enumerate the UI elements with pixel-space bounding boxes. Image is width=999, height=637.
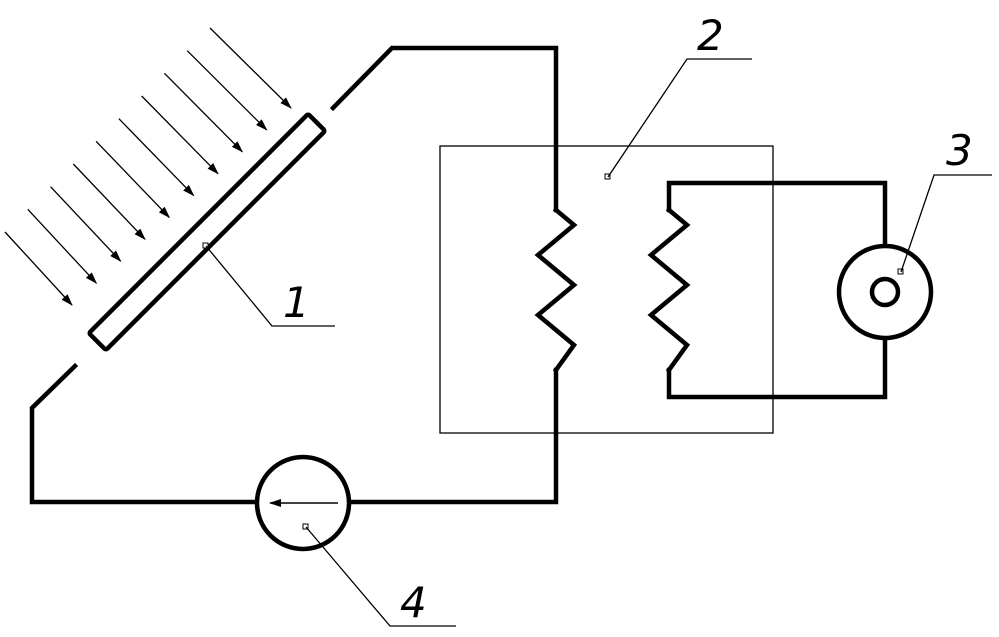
leader-dot-2 — [604, 173, 611, 180]
leader-line-4 — [305, 526, 456, 627]
sun-ray-arrow — [72, 163, 146, 241]
leader-dot-1 — [202, 242, 209, 249]
leader-line-1 — [205, 245, 335, 327]
solar-collector-panel — [87, 112, 327, 352]
sun-ray-arrow — [186, 50, 268, 131]
consumer-circle — [836, 243, 934, 341]
secondary-coil — [647, 206, 691, 374]
sun-ray-arrow — [141, 95, 219, 175]
primary-loop-upper-pipe — [329, 45, 559, 213]
secondary-loop-pipe — [666, 180, 888, 400]
sun-rays — [4, 27, 292, 306]
consumer-inner-circle — [869, 276, 901, 308]
label-1: 1 — [283, 278, 310, 327]
leader-dot-4 — [302, 523, 309, 530]
leader-line-2 — [607, 58, 752, 178]
sun-ray-arrow — [4, 231, 73, 306]
primary-loop-lower-pipe — [29, 362, 559, 505]
heat-exchanger-box — [439, 145, 774, 434]
sun-ray-arrow — [95, 140, 171, 219]
leader-line-3 — [900, 174, 992, 273]
sun-ray-arrow — [209, 27, 292, 109]
sun-ray-arrow — [163, 72, 244, 153]
label-3: 3 — [946, 126, 973, 175]
sun-ray-arrow — [50, 186, 122, 262]
pump-circle — [254, 454, 352, 552]
sun-ray-arrow — [27, 208, 98, 284]
label-4: 4 — [400, 578, 427, 627]
sun-ray-arrow — [118, 118, 195, 197]
label-2: 2 — [697, 11, 724, 60]
primary-coil — [534, 206, 578, 374]
